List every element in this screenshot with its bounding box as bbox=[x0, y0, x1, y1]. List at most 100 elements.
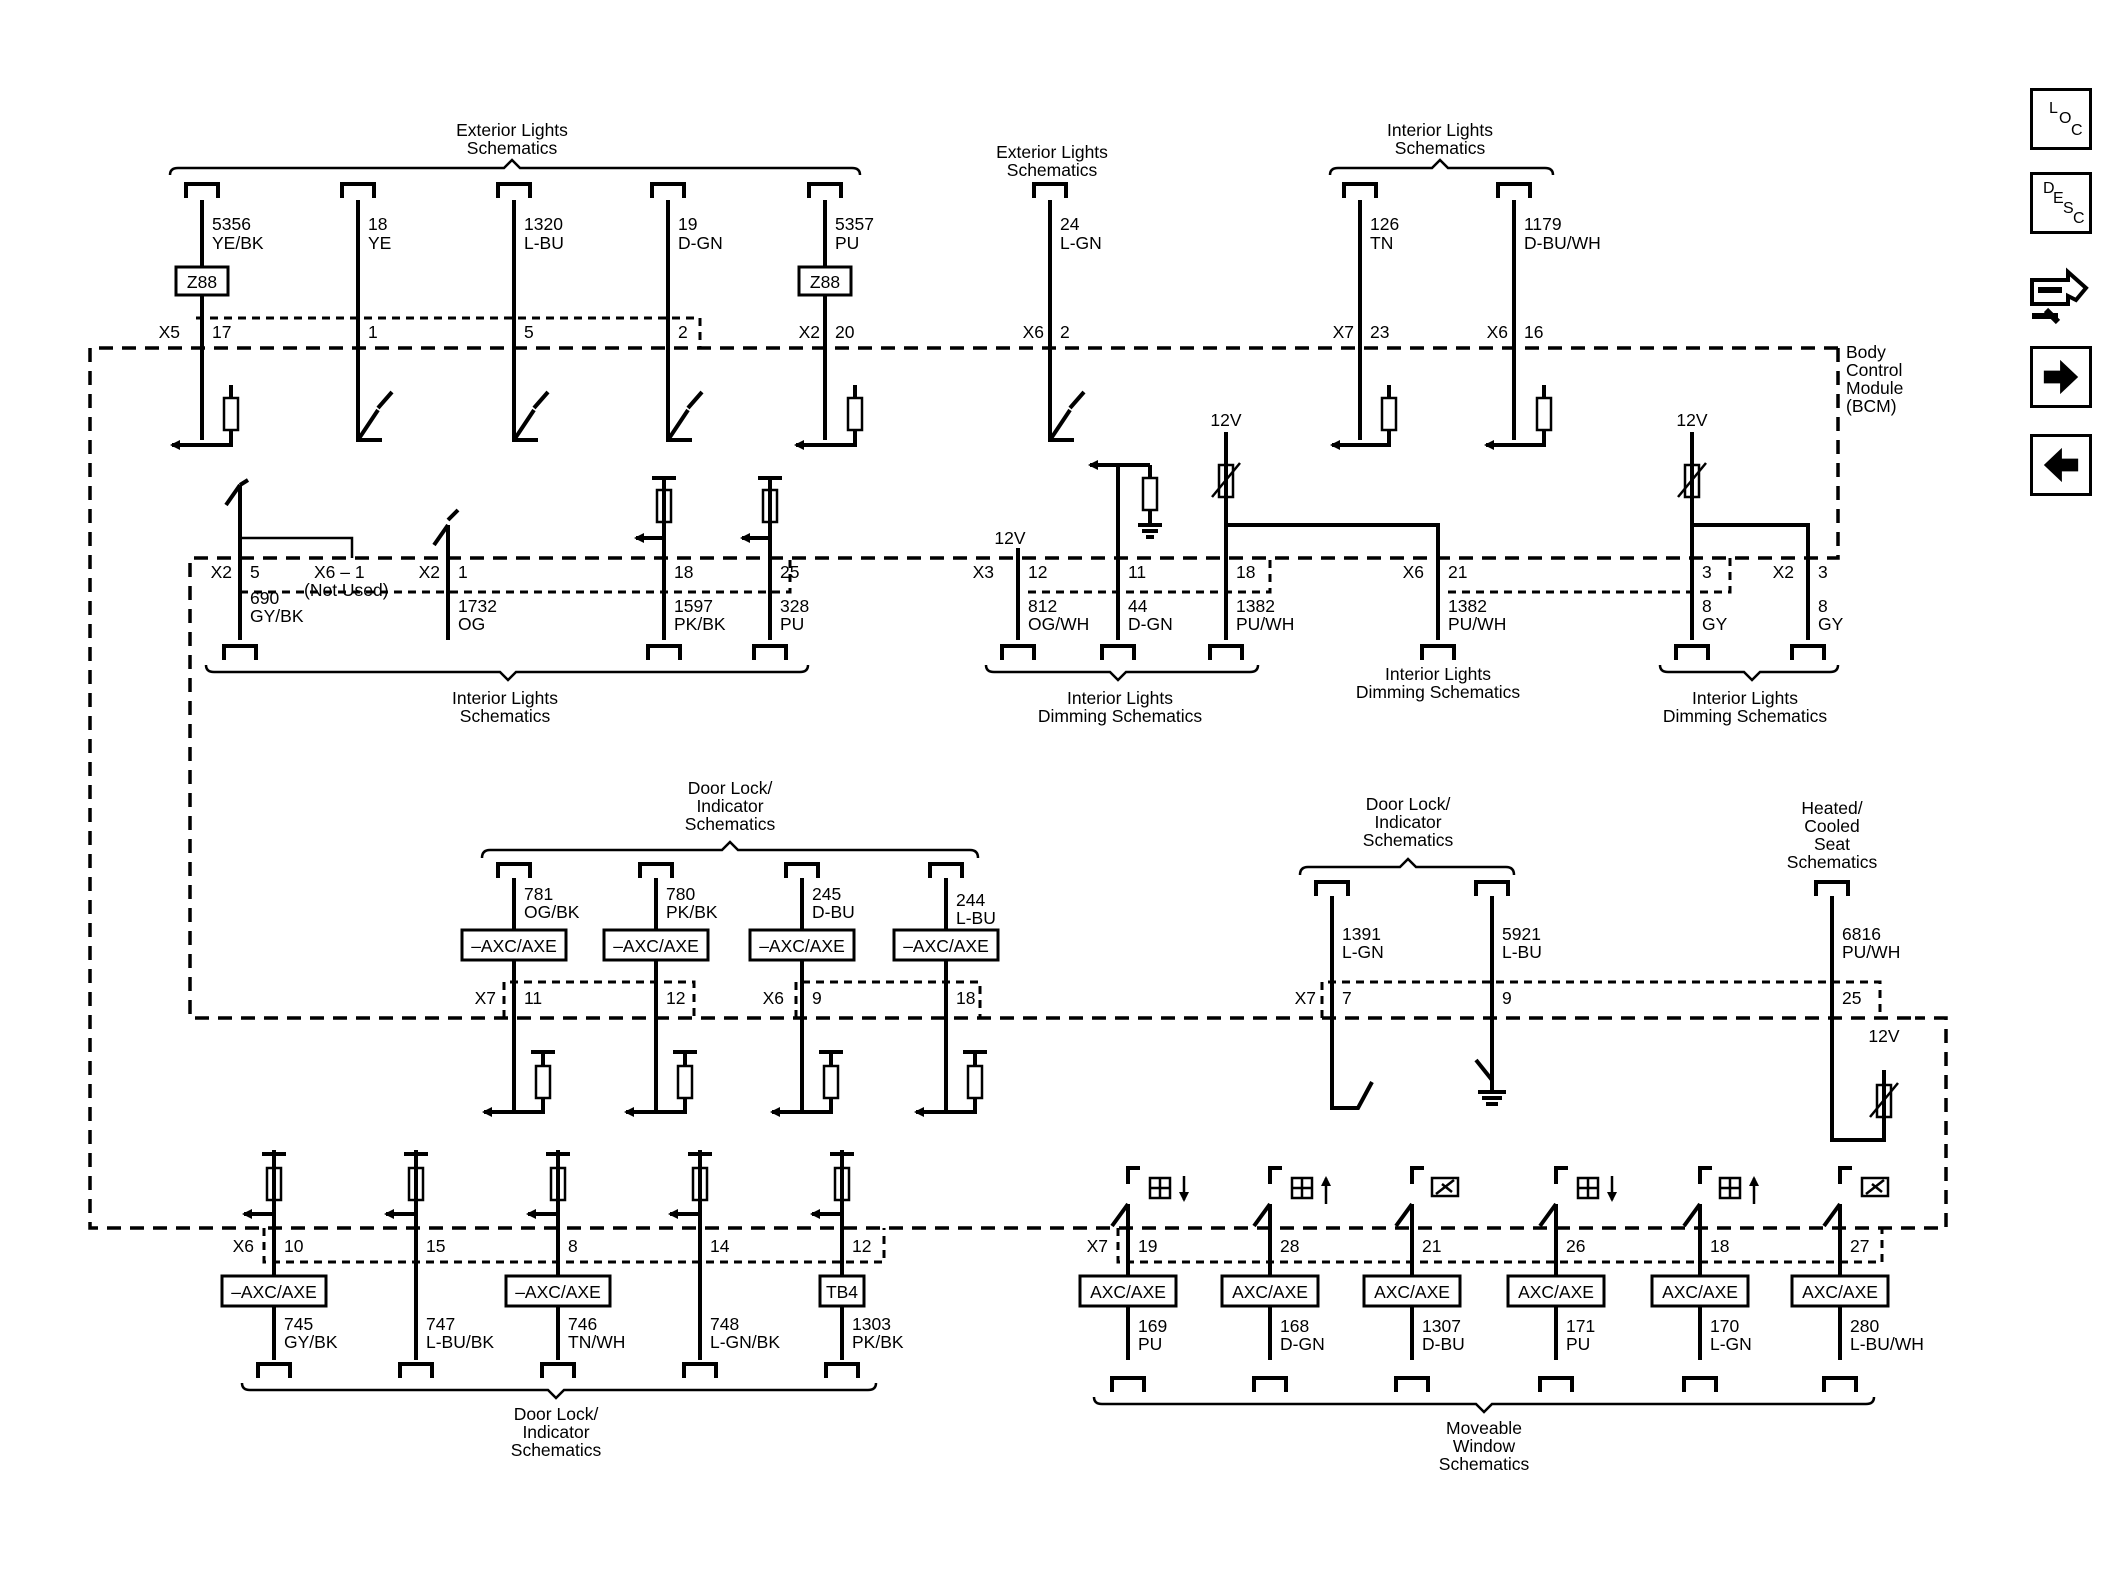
header-line: Exterior Lights bbox=[456, 120, 568, 140]
circuit-color: YE bbox=[368, 233, 391, 253]
header-line: Moveable bbox=[1446, 1418, 1522, 1438]
circuit-number: 1597 bbox=[674, 596, 713, 616]
circuit-color: L-BU/BK bbox=[426, 1332, 494, 1352]
circuit-number: 1382 bbox=[1236, 596, 1275, 616]
circuit-number: 5921 bbox=[1502, 924, 1541, 944]
axc-label: –AXC/AXE bbox=[759, 936, 845, 956]
pin-number: 1 bbox=[458, 562, 468, 582]
arrow-right-icon bbox=[2043, 359, 2079, 395]
connector-id: X6 bbox=[233, 1236, 254, 1256]
circuit-color: L-GN bbox=[1710, 1334, 1752, 1354]
desc-letter: S bbox=[2063, 200, 2074, 217]
connector-end-view-button[interactable] bbox=[2028, 258, 2094, 330]
pin-number: 25 bbox=[1842, 988, 1861, 1008]
window-lock-icon bbox=[1430, 1176, 1460, 1198]
header-line: Indicator bbox=[1374, 812, 1441, 832]
bottom-right-boxes: AXC/AXE AXC/AXE AXC/AXE AXC/AXE AXC/AXE … bbox=[1078, 1274, 1890, 1308]
arrow-left-icon bbox=[2043, 447, 2079, 483]
pin-number: 15 bbox=[426, 1236, 445, 1256]
circuit-number: 1382 bbox=[1448, 596, 1487, 616]
circuit-number: 745 bbox=[284, 1314, 313, 1334]
circuit-color: OG/WH bbox=[1028, 614, 1089, 634]
pin-number: 12 bbox=[852, 1236, 871, 1256]
fuse-label: Z88 bbox=[187, 272, 217, 292]
header-line: Door Lock/ bbox=[1366, 794, 1451, 814]
pin-number: 9 bbox=[812, 988, 822, 1008]
pin-number: 8 bbox=[568, 1236, 578, 1256]
pin-number: 2 bbox=[1060, 322, 1070, 342]
circuit-color: PK/BK bbox=[674, 614, 726, 634]
desc-letter: E bbox=[2053, 190, 2064, 207]
loc-letter: L bbox=[2049, 100, 2058, 117]
tb-label: TB4 bbox=[826, 1282, 858, 1302]
header-line: Schematics bbox=[1395, 138, 1486, 158]
header-exterior-lights-2: Exterior Lights Schematics bbox=[996, 142, 1108, 180]
pin-number: 17 bbox=[212, 322, 231, 342]
axc-label: –AXC/AXE bbox=[515, 1282, 601, 1302]
circuit-number: 5356 bbox=[212, 214, 251, 234]
header-line: Interior Lights bbox=[452, 688, 558, 708]
voltage-label: 12V bbox=[1210, 410, 1241, 430]
axc-label: –AXC/AXE bbox=[231, 1282, 317, 1302]
circuit-number: 168 bbox=[1280, 1316, 1309, 1336]
next-page-button[interactable] bbox=[2030, 346, 2092, 408]
circuit-number: 1179 bbox=[1524, 214, 1562, 234]
pin-number: 2 bbox=[678, 322, 688, 342]
pin-number: 10 bbox=[284, 1236, 304, 1256]
circuit-color: GY/BK bbox=[284, 1332, 338, 1352]
middle-connectors bbox=[204, 644, 1840, 682]
circuit-color: PK/BK bbox=[852, 1332, 904, 1352]
header-line: Schematics bbox=[1787, 852, 1878, 872]
axc-label: AXC/AXE bbox=[1374, 1282, 1450, 1302]
header-line: Schematics bbox=[1007, 160, 1098, 180]
lower-labels: 781 OG/BK 780 PK/BK 245 D-BU 244 L-BU 13… bbox=[475, 884, 1901, 1046]
header-line: Schematics bbox=[1439, 1454, 1530, 1474]
circuit-number: 244 bbox=[956, 890, 985, 910]
circuit-number: 1320 bbox=[524, 214, 563, 234]
pin-number: 5 bbox=[250, 562, 260, 582]
circuit-color: D-GN bbox=[1128, 614, 1173, 634]
circuit-color: D-GN bbox=[1280, 1334, 1325, 1354]
circuit-number: 1732 bbox=[458, 596, 497, 616]
pin-number: 7 bbox=[1342, 988, 1352, 1008]
circuit-number: 1307 bbox=[1422, 1316, 1461, 1336]
circuit-color: L-BU bbox=[524, 233, 564, 253]
header-exterior-lights-1: Exterior Lights Schematics bbox=[168, 120, 862, 176]
voltage-label: 12V bbox=[994, 528, 1025, 548]
top-connectors bbox=[184, 182, 1532, 198]
window-icons bbox=[1148, 1176, 1890, 1204]
axc-label: AXC/AXE bbox=[1090, 1282, 1166, 1302]
circuit-color: TN bbox=[1370, 233, 1393, 253]
window-lock-icon bbox=[1860, 1176, 1890, 1198]
previous-page-button[interactable] bbox=[2030, 434, 2092, 496]
header-interior-lights-1: Interior Lights Schematics bbox=[1328, 120, 1555, 176]
pin-number: 20 bbox=[835, 322, 855, 342]
header-line: Dimming Schematics bbox=[1663, 706, 1828, 726]
fuse-label: Z88 bbox=[810, 272, 840, 292]
bottom-left-labels: X6 10 15 8 14 12 745 GY/BK 747 L-BU/BK 7… bbox=[233, 1228, 904, 1352]
loc-button[interactable]: L O C bbox=[2030, 88, 2092, 150]
desc-button[interactable]: D E S C bbox=[2030, 172, 2092, 234]
circuit-color: PU/WH bbox=[1236, 614, 1294, 634]
top-inputs bbox=[170, 385, 1553, 450]
fuse-z88-left: Z88 bbox=[174, 265, 230, 297]
pin-number: 18 bbox=[674, 562, 693, 582]
circuit-number: 780 bbox=[666, 884, 695, 904]
circuit-color: L-GN bbox=[1342, 942, 1384, 962]
fuse-z88-right: Z88 bbox=[797, 265, 853, 297]
window-up-icon bbox=[1290, 1176, 1331, 1204]
bottom-left-connectors: Door Lock/ Indicator Schematics bbox=[240, 1362, 878, 1460]
pin-number: 9 bbox=[1502, 988, 1512, 1008]
circuit-number: 746 bbox=[568, 1314, 597, 1334]
pin-number: 11 bbox=[524, 988, 542, 1008]
pin-number: 12 bbox=[1028, 562, 1047, 582]
header-line: Schematics bbox=[467, 138, 558, 158]
circuit-number: 280 bbox=[1850, 1316, 1879, 1336]
pin-number: 27 bbox=[1850, 1236, 1869, 1256]
connector-id: X7 bbox=[1087, 1236, 1108, 1256]
pin-number: 5 bbox=[524, 322, 534, 342]
circuit-number: 5357 bbox=[835, 214, 874, 234]
connector-id: X2 bbox=[1773, 562, 1794, 582]
loc-letter: O bbox=[2059, 110, 2072, 127]
pin-number: 12 bbox=[666, 988, 685, 1008]
